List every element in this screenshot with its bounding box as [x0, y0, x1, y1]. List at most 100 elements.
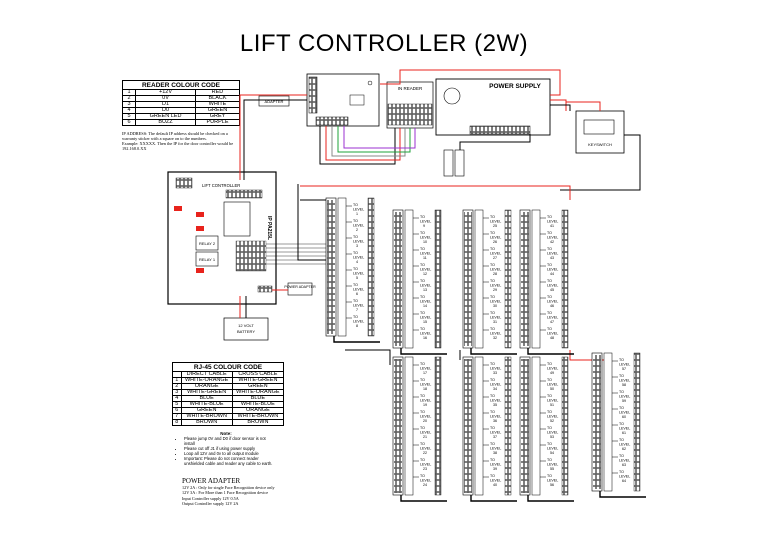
level-label: LEVEL: [490, 479, 501, 483]
to-label: TO: [547, 295, 552, 299]
level-number: 16: [423, 336, 427, 340]
to-label: TO: [490, 311, 495, 315]
adapter-label: ADAPTER: [265, 99, 284, 104]
to-label: TO: [490, 474, 495, 478]
to-label: TO: [619, 358, 624, 362]
to-label: TO: [490, 327, 495, 331]
level-label: LEVEL: [490, 415, 501, 419]
level-number: 42: [550, 240, 554, 244]
to-label: TO: [547, 247, 552, 251]
notes-heading: Note:: [220, 431, 232, 436]
to-label: TO: [619, 438, 624, 442]
level-number: 3: [356, 244, 358, 248]
ip-address-note: IP ADDRESS: The default IP address shoul…: [122, 131, 244, 151]
to-label: TO: [547, 311, 552, 315]
level-label: LEVEL: [490, 463, 501, 467]
ip-note-para1: IP ADDRESS: The default IP address shoul…: [122, 131, 228, 141]
level-label: LEVEL: [420, 316, 431, 320]
to-label: TO: [547, 458, 552, 462]
to-label: TO: [547, 378, 552, 382]
output-module-b8: TOLEVEL57TOLEVEL58TOLEVEL59TOLEVEL60TOLE…: [591, 352, 646, 498]
level-number: 59: [622, 399, 626, 403]
power-adapter-heading: POWER ADAPTER: [182, 477, 241, 485]
level-label: LEVEL: [420, 479, 431, 483]
level-number: 22: [423, 451, 427, 455]
level-label: LEVEL: [420, 268, 431, 272]
level-label: LEVEL: [547, 284, 558, 288]
to-label: TO: [547, 263, 552, 267]
to-label: TO: [490, 442, 495, 446]
level-label: LEVEL: [490, 431, 501, 435]
level-label: LEVEL: [353, 288, 364, 292]
power-supply-label: POWER SUPPLY: [489, 83, 541, 90]
level-number: 31: [493, 320, 497, 324]
level-label: LEVEL: [547, 463, 558, 467]
level-label: LEVEL: [490, 399, 501, 403]
power-adapter-line: Input Controller supply 12V 0.5A: [182, 495, 239, 501]
level-label: LEVEL: [490, 252, 501, 256]
level-label: LEVEL: [490, 220, 501, 224]
level-label: LEVEL: [547, 383, 558, 387]
level-label: LEVEL: [420, 399, 431, 403]
level-label: LEVEL: [420, 383, 431, 387]
level-label: LEVEL: [353, 224, 364, 228]
to-label: TO: [490, 394, 495, 398]
level-number: 61: [622, 431, 626, 435]
level-number: 14: [423, 304, 427, 308]
power-adapter-note: POWER ADAPTER 12V 2A : Only for single F…: [182, 477, 322, 507]
level-label: LEVEL: [547, 332, 558, 336]
power-adapter-line: 12V 2A : Only for single Face Recognitio…: [182, 485, 275, 490]
output-module-b7: TOLEVEL49TOLEVEL50TOLEVEL51TOLEVEL52TOLE…: [519, 356, 574, 502]
keyswitch-label: KEYSWITCH: [588, 142, 612, 147]
level-number: 5: [356, 276, 358, 280]
to-label: TO: [490, 263, 495, 267]
level-number: 49: [550, 371, 554, 375]
output-module-b5: TOLEVEL17TOLEVEL18TOLEVEL19TOLEVEL20TOLE…: [392, 356, 447, 502]
output-module-b3: TOLEVEL25TOLEVEL26TOLEVEL27TOLEVEL28TOLE…: [462, 209, 517, 355]
level-number: 40: [493, 483, 497, 487]
level-label: LEVEL: [353, 320, 364, 324]
level-label: LEVEL: [420, 431, 431, 435]
level-number: 45: [550, 288, 554, 292]
to-label: TO: [490, 426, 495, 430]
level-number: 46: [550, 304, 554, 308]
level-label: LEVEL: [420, 236, 431, 240]
keyswitch: KEYSWITCH: [575, 110, 625, 154]
level-label: LEVEL: [619, 411, 630, 415]
level-label: LEVEL: [547, 415, 558, 419]
ip-note-para2: Example: XXXXX. Then the IP for the door…: [122, 141, 234, 151]
level-number: 21: [423, 435, 427, 439]
level-number: 1: [356, 212, 358, 216]
level-number: 18: [423, 387, 427, 391]
level-label: LEVEL: [490, 268, 501, 272]
to-label: TO: [353, 299, 358, 303]
level-number: 37: [493, 435, 497, 439]
rj45-table-row-cell: BROWN: [180, 419, 233, 426]
level-number: 36: [493, 419, 497, 423]
level-label: LEVEL: [547, 236, 558, 240]
diagram-title: LIFT CONTROLLER (2W): [239, 30, 529, 57]
note-item: Please cut off J1 if using power supply: [184, 446, 276, 451]
level-number: 35: [493, 403, 497, 407]
to-label: TO: [547, 442, 552, 446]
level-number: 43: [550, 256, 554, 260]
level-number: 57: [622, 367, 626, 371]
to-label: TO: [619, 374, 624, 378]
level-number: 34: [493, 387, 497, 391]
to-label: TO: [547, 394, 552, 398]
level-label: LEVEL: [490, 316, 501, 320]
to-label: TO: [547, 426, 552, 430]
level-label: LEVEL: [353, 240, 364, 244]
to-label: TO: [619, 422, 624, 426]
level-number: 32: [493, 336, 497, 340]
level-label: LEVEL: [547, 431, 558, 435]
level-label: LEVEL: [490, 236, 501, 240]
level-label: LEVEL: [420, 252, 431, 256]
to-label: TO: [420, 311, 425, 315]
level-number: 53: [550, 435, 554, 439]
level-number: 64: [622, 479, 626, 483]
level-number: 27: [493, 256, 497, 260]
level-label: LEVEL: [547, 399, 558, 403]
